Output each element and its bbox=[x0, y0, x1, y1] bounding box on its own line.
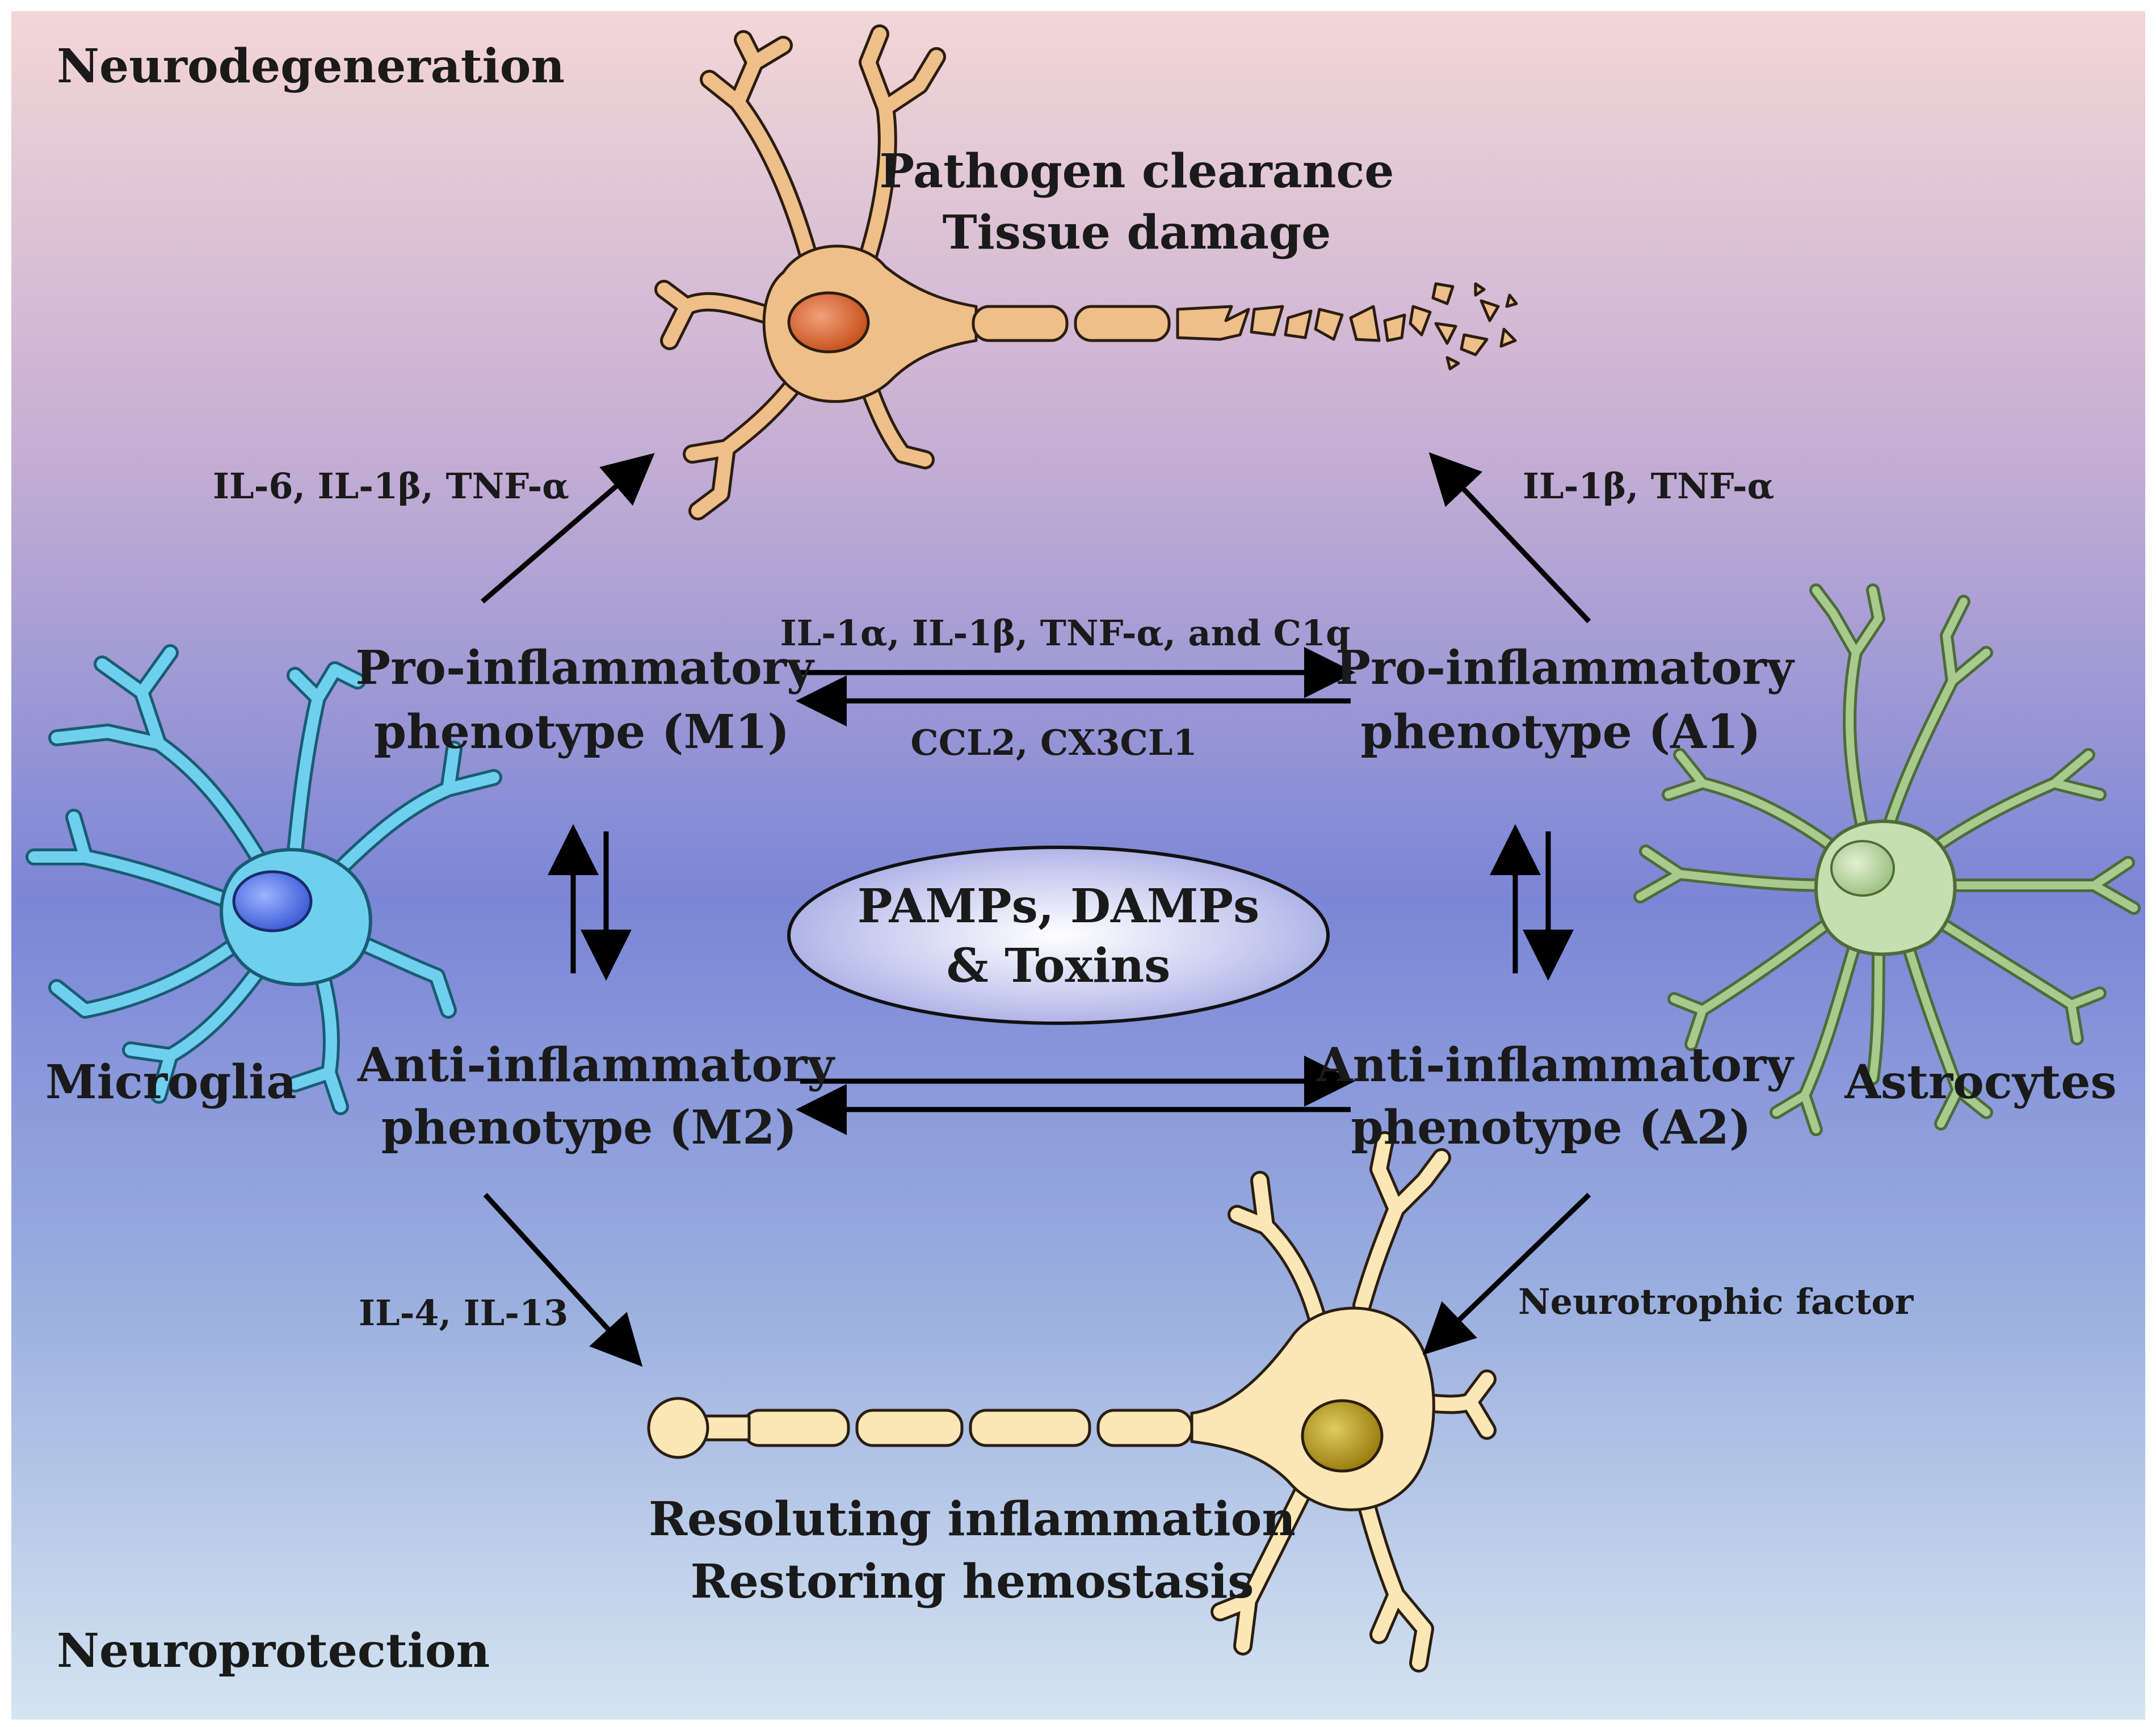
label-astrocytes: Astrocytes bbox=[1844, 1055, 2116, 1110]
arrow-a1-to-damaged-neuron bbox=[1428, 452, 1591, 624]
astrocyte-nucleus bbox=[1830, 840, 1895, 897]
label-m1-to-a1-factors: IL-1α, IL-1β, TNF-α, and C1q bbox=[780, 612, 1351, 654]
label-anti-m2-line1: Anti-inflammatory bbox=[357, 1038, 835, 1092]
astrocyte-cell bbox=[1633, 583, 2141, 1136]
label-neurodegeneration: Neurodegeneration bbox=[57, 39, 565, 94]
pamps-damps-ellipse bbox=[787, 846, 1330, 1025]
damaged-axon-segment-1 bbox=[972, 305, 1069, 342]
label-center-line2: & Toxins bbox=[947, 939, 1171, 993]
label-pro-m1-line2: phenotype (M1) bbox=[374, 705, 789, 759]
arrow-m2-to-healthy-neuron bbox=[483, 1192, 643, 1367]
healthy-axon-segment-3 bbox=[855, 1409, 964, 1447]
healthy-neuron bbox=[647, 1131, 1497, 1673]
damaged-neuron-nucleus bbox=[787, 291, 870, 354]
healthy-neuron-nucleus bbox=[1301, 1399, 1384, 1473]
arrows bbox=[481, 452, 1591, 1367]
label-restoring-hemostasis: Restoring hemostasis bbox=[691, 1554, 1254, 1609]
damaged-neuron-soma bbox=[762, 245, 978, 403]
axon-fragments bbox=[1250, 282, 1518, 371]
microglia-cell bbox=[26, 644, 502, 1115]
damaged-neuron bbox=[654, 24, 1518, 520]
microglia-nucleus bbox=[232, 870, 313, 932]
damaged-axon-segment-2 bbox=[1074, 305, 1171, 342]
label-neuroprotection: Neuroprotection bbox=[57, 1624, 490, 1678]
label-a1-cytokines: IL-1β, TNF-α bbox=[1523, 465, 1774, 507]
label-anti-m2-line2: phenotype (M2) bbox=[381, 1100, 797, 1155]
arrow-m1-to-damaged-neuron bbox=[481, 453, 655, 604]
healthy-axon-segment-1 bbox=[1096, 1409, 1193, 1447]
label-anti-a2-line2: phenotype (A2) bbox=[1351, 1100, 1751, 1155]
label-anti-a2-line1: Anti-inflammatory bbox=[1316, 1038, 1794, 1092]
label-microglia: Microglia bbox=[45, 1055, 297, 1110]
label-tissue-damage: Tissue damage bbox=[943, 205, 1331, 260]
label-m1-cytokines: IL-6, IL-1β, TNF-α bbox=[213, 465, 569, 507]
label-resoluting-inflammation: Resoluting inflammation bbox=[649, 1492, 1296, 1547]
healthy-axon-segment-4 bbox=[742, 1409, 850, 1447]
arrow-a2-to-healthy-neuron bbox=[1423, 1192, 1591, 1355]
label-pathogen-clearance: Pathogen clearance bbox=[880, 144, 1394, 199]
label-neurotrophic-factor: Neurotrophic factor bbox=[1518, 1281, 1914, 1322]
label-pro-a1-line2: phenotype (A1) bbox=[1360, 705, 1760, 759]
healthy-axon-terminal bbox=[647, 1397, 709, 1459]
healthy-axon-segment-2 bbox=[969, 1409, 1091, 1447]
label-m2-cytokines: IL-4, IL-13 bbox=[359, 1292, 568, 1334]
label-pro-a1-line1: Pro-inflammatory bbox=[1335, 641, 1795, 695]
label-pro-m1-line1: Pro-inflammatory bbox=[355, 641, 815, 695]
damaged-axon-frayed-end bbox=[1176, 305, 1250, 341]
label-center-line1: PAMPs, DAMPs bbox=[858, 879, 1259, 934]
label-a1-to-m1-factors: CCL2, CX3CL1 bbox=[910, 722, 1197, 763]
